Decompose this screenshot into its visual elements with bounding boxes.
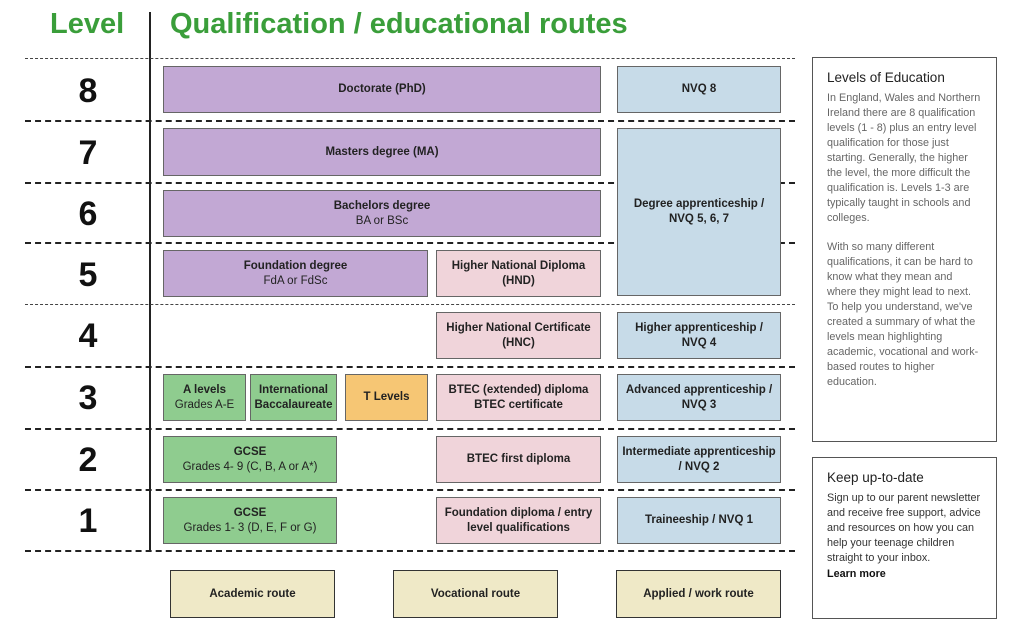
box-subtitle: Grades 1- 3 (D, E, F or G) bbox=[183, 521, 317, 534]
panel-paragraph: In England, Wales and Northern Ireland t… bbox=[827, 92, 981, 224]
box-title: Higher National Certificate (HNC) bbox=[446, 321, 591, 349]
box-title: Foundation diploma / entry level qualifi… bbox=[444, 506, 593, 534]
box-subtitle: BA or BSc bbox=[355, 214, 409, 227]
row-divider bbox=[25, 182, 795, 184]
box-foundation-diploma: Foundation diploma / entry level qualifi… bbox=[436, 497, 601, 544]
box-degree-apprenticeship: Degree apprenticeship / NVQ 5, 6, 7 bbox=[617, 128, 781, 296]
box-title: Traineeship / NVQ 1 bbox=[644, 514, 753, 526]
panel-paragraph: Sign up to our parent newsletter and rec… bbox=[827, 492, 981, 564]
box-title: Bachelors degree bbox=[333, 199, 431, 212]
route-label: Vocational route bbox=[430, 587, 521, 600]
box-btec-first: BTEC first diploma bbox=[436, 436, 601, 483]
route-label: Academic route bbox=[209, 587, 296, 600]
box-title: BTEC first diploma bbox=[466, 453, 571, 465]
box-subtitle: Grades A-E bbox=[174, 398, 235, 411]
row-divider bbox=[25, 366, 795, 368]
box-gcse-higher: GCSE Grades 4- 9 (C, B, A or A*) bbox=[163, 436, 337, 483]
box-traineeship: Traineeship / NVQ 1 bbox=[617, 497, 781, 544]
box-title: BTEC (extended) diploma BTEC certificate bbox=[448, 383, 589, 411]
route-label: Applied / work route bbox=[643, 587, 754, 600]
box-title: International Baccalaureate bbox=[254, 383, 333, 411]
level-number-5: 5 bbox=[78, 256, 98, 294]
box-title: Higher apprenticeship / NVQ 4 bbox=[635, 321, 763, 349]
box-btec-extended: BTEC (extended) diploma BTEC certificate bbox=[436, 374, 601, 421]
row-divider bbox=[25, 489, 795, 491]
box-masters: Masters degree (MA) bbox=[163, 128, 601, 176]
row-divider bbox=[25, 304, 795, 305]
row-divider bbox=[25, 428, 795, 430]
level-number-7: 7 bbox=[78, 134, 98, 172]
level-number-3: 3 bbox=[78, 379, 98, 417]
box-title: Advanced apprenticeship / NVQ 3 bbox=[625, 383, 773, 411]
row-divider bbox=[25, 242, 795, 244]
route-vocational: Vocational route bbox=[393, 570, 558, 618]
row-divider bbox=[25, 120, 795, 122]
box-a-levels: A levels Grades A-E bbox=[163, 374, 246, 421]
level-number-2: 2 bbox=[78, 441, 98, 479]
box-hnc: Higher National Certificate (HNC) bbox=[436, 312, 601, 359]
box-hnd: Higher National Diploma (HND) bbox=[436, 250, 601, 297]
box-title: Doctorate (PhD) bbox=[338, 83, 426, 95]
box-title: T Levels bbox=[363, 391, 410, 403]
qualification-heading: Qualification / educational routes bbox=[170, 8, 628, 40]
panel-paragraph: With so many different qualifications, i… bbox=[827, 241, 979, 388]
box-title: Masters degree (MA) bbox=[325, 145, 439, 158]
box-subtitle: FdA or FdSc bbox=[263, 274, 328, 287]
box-higher-apprenticeship: Higher apprenticeship / NVQ 4 bbox=[617, 312, 781, 359]
level-number-8: 8 bbox=[78, 72, 98, 110]
level-number-6: 6 bbox=[78, 195, 98, 233]
level-heading: Level bbox=[50, 8, 125, 40]
vertical-divider bbox=[149, 12, 151, 552]
box-intermediate-apprenticeship: Intermediate apprenticeship / NVQ 2 bbox=[617, 436, 781, 483]
box-doctorate: Doctorate (PhD) bbox=[163, 66, 601, 113]
box-foundation-degree: Foundation degree FdA or FdSc bbox=[163, 250, 428, 297]
box-nvq8: NVQ 8 bbox=[617, 66, 781, 113]
box-title: Degree apprenticeship / NVQ 5, 6, 7 bbox=[633, 198, 765, 225]
box-title: Higher National Diploma (HND) bbox=[451, 259, 586, 287]
route-academic: Academic route bbox=[170, 570, 335, 618]
level-number-1: 1 bbox=[78, 502, 98, 540]
box-title: Foundation degree bbox=[243, 259, 348, 272]
box-title: GCSE bbox=[233, 506, 267, 519]
box-bachelors: Bachelors degree BA or BSc bbox=[163, 190, 601, 237]
box-title: NVQ 8 bbox=[681, 83, 717, 95]
learn-more-link[interactable]: Learn more bbox=[827, 568, 886, 580]
box-advanced-apprenticeship: Advanced apprenticeship / NVQ 3 bbox=[617, 374, 781, 421]
row-divider bbox=[25, 58, 795, 59]
row-divider bbox=[25, 550, 795, 552]
route-applied: Applied / work route bbox=[616, 570, 781, 618]
box-subtitle: Grades 4- 9 (C, B, A or A*) bbox=[182, 460, 318, 473]
box-title: Intermediate apprenticeship / NVQ 2 bbox=[622, 445, 776, 473]
panel-title: Keep up-to-date bbox=[827, 470, 924, 485]
box-t-levels: T Levels bbox=[345, 374, 428, 421]
box-gcse-lower: GCSE Grades 1- 3 (D, E, F or G) bbox=[163, 497, 337, 544]
box-title: A levels bbox=[182, 383, 227, 396]
box-title: GCSE bbox=[233, 445, 267, 458]
box-international-baccalaureate: International Baccalaureate bbox=[250, 374, 337, 421]
level-number-4: 4 bbox=[78, 317, 98, 355]
levels-info-panel: Levels of Education In England, Wales an… bbox=[812, 57, 997, 442]
panel-title: Levels of Education bbox=[827, 70, 945, 85]
newsletter-panel: Keep up-to-date Sign up to our parent ne… bbox=[812, 457, 997, 619]
